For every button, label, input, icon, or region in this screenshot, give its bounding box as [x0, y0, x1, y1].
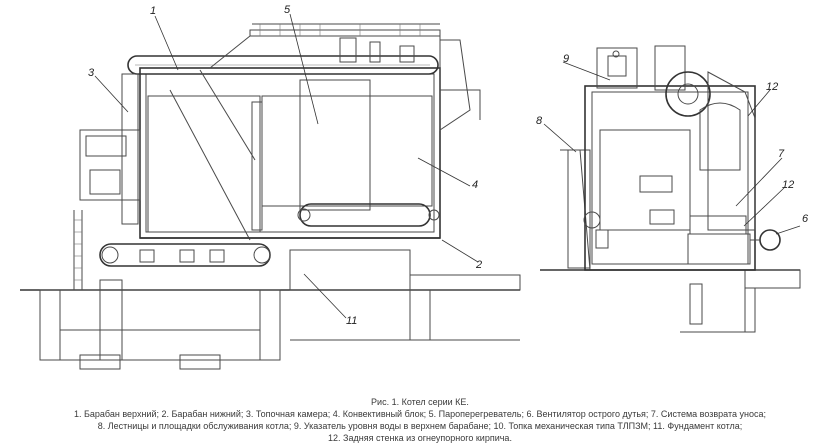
callout-12a: 12: [766, 81, 778, 93]
callout-8: 8: [536, 115, 543, 127]
blower-fan: [759, 229, 781, 251]
caption-line-3: 12. Задняя стенка из огнеупорного кирпич…: [328, 433, 512, 443]
callout-5: 5: [284, 4, 291, 16]
callout-11: 11: [346, 315, 357, 327]
callout-4: 4: [472, 179, 478, 191]
callout-6: 6: [802, 213, 809, 225]
side-view: [20, 13, 521, 370]
boiler-drawing: 1 2 3 4 5 6 7 8 9 11 12 12: [20, 4, 809, 370]
caption-line-2: 8. Лестницы и площадки обслуживания котл…: [97, 421, 743, 431]
furnace-chamber: [147, 95, 261, 233]
caption-title: Рис. 1. Котел серии КЕ.: [371, 397, 469, 407]
lower-drum: [299, 203, 431, 227]
front-frame: [584, 85, 756, 271]
foundation-pit: [39, 289, 281, 361]
upper-drum: [127, 55, 439, 75]
callout-7: 7: [778, 148, 785, 160]
upper-drum-end: [665, 71, 711, 117]
callout-3: 3: [88, 67, 95, 79]
caption-line-1: 1. Барабан верхний; 2. Барабан нижний; 3…: [74, 409, 766, 419]
boiler-casing: [139, 67, 441, 239]
mechanical-stoker: [99, 243, 271, 267]
figure-caption: Рис. 1. Котел серии КЕ. 1. Барабан верхн…: [0, 396, 840, 444]
callout-12b: 12: [782, 179, 794, 191]
service-ladder: [567, 149, 591, 269]
convective-block: [261, 95, 433, 207]
callout-9: 9: [563, 53, 569, 65]
foundation-block: [289, 249, 411, 291]
callout-1: 1: [150, 5, 156, 17]
front-view: [540, 45, 801, 333]
callout-2: 2: [475, 259, 482, 271]
